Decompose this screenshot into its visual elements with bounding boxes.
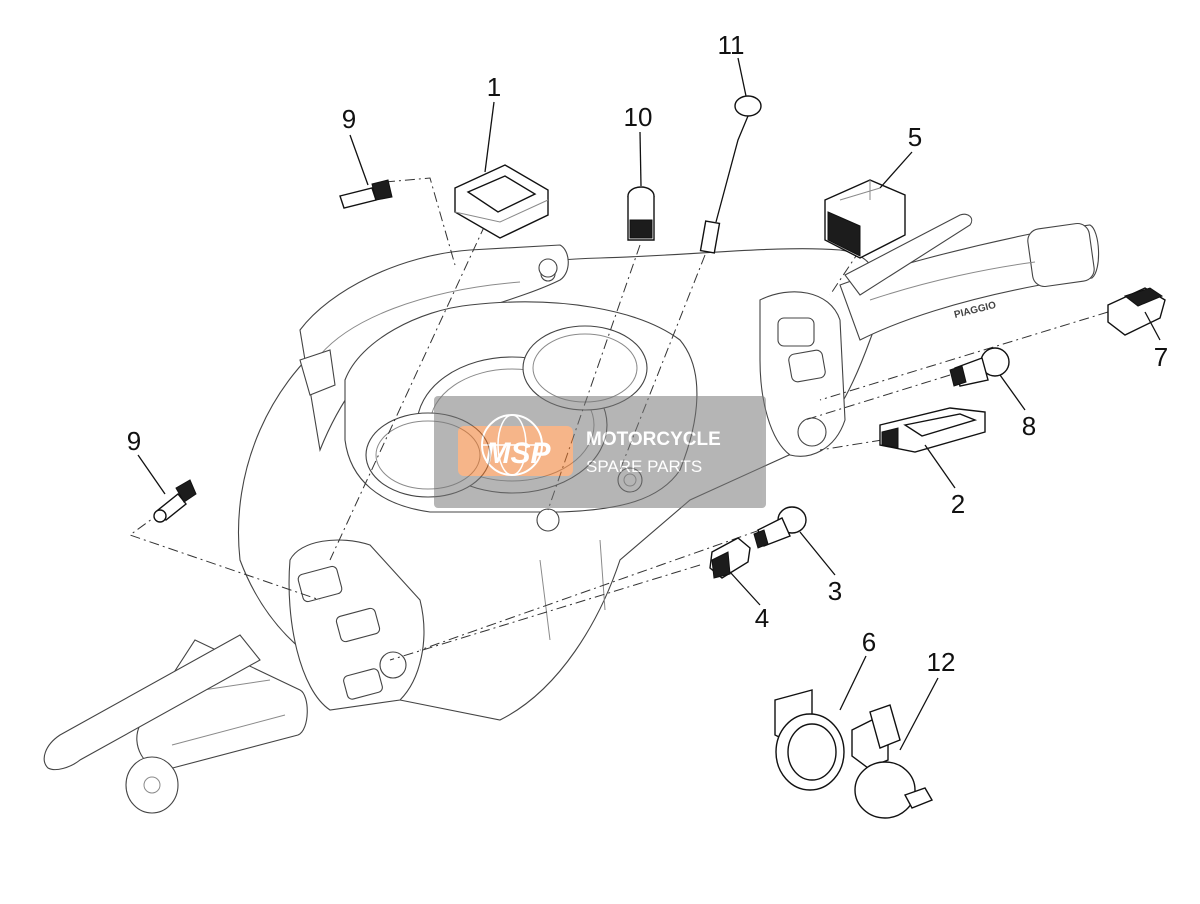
callout-12: 12 — [927, 647, 956, 677]
callout-4: 4 — [755, 603, 769, 633]
part-7-small-switch — [1107, 287, 1166, 336]
watermark-logo: MSP — [458, 414, 573, 476]
watermark: MSP MOTORCYCLE SPARE PARTS — [434, 396, 766, 508]
part-6-lock-ring — [774, 689, 845, 791]
callout-5: 5 — [908, 122, 922, 152]
part-1-rocker-switch — [454, 164, 549, 239]
callout-9-lower: 9 — [127, 426, 141, 456]
part-9-lower-bulb — [153, 479, 197, 523]
callout-3: 3 — [828, 576, 842, 606]
handlebar-cover-assembly: PIAGGIO — [43, 213, 1100, 814]
callout-leaders — [137, 57, 1161, 751]
callout-7: 7 — [1154, 342, 1168, 372]
callout-2: 2 — [951, 489, 965, 519]
part-5-switch-block — [824, 179, 906, 259]
part-10-push-button — [627, 186, 655, 241]
watermark-logo-text: MSP — [485, 437, 551, 470]
part-3-push-button — [753, 506, 807, 549]
watermark-line-1: MOTORCYCLE — [586, 429, 721, 450]
callout-10: 10 — [624, 102, 653, 132]
part-12-ignition-lock — [851, 704, 934, 819]
part-2-switch-bezel — [879, 407, 986, 453]
callout-6: 6 — [862, 627, 876, 657]
assembly-lines — [128, 177, 1109, 661]
callout-1: 1 — [487, 72, 501, 102]
part-8-push-button — [949, 347, 1010, 387]
part-4-small-switch — [709, 537, 751, 579]
watermark-line-2: SPARE PARTS — [586, 457, 702, 476]
callout-labels: 1 2 3 4 5 6 7 8 9 9 10 11 12 — [127, 30, 1168, 677]
callout-8: 8 — [1022, 411, 1036, 441]
callout-9-upper: 9 — [342, 104, 356, 134]
callout-11: 11 — [718, 30, 745, 60]
part-9-upper-bulb — [339, 179, 393, 209]
part-11-cable-connector — [699, 95, 762, 254]
